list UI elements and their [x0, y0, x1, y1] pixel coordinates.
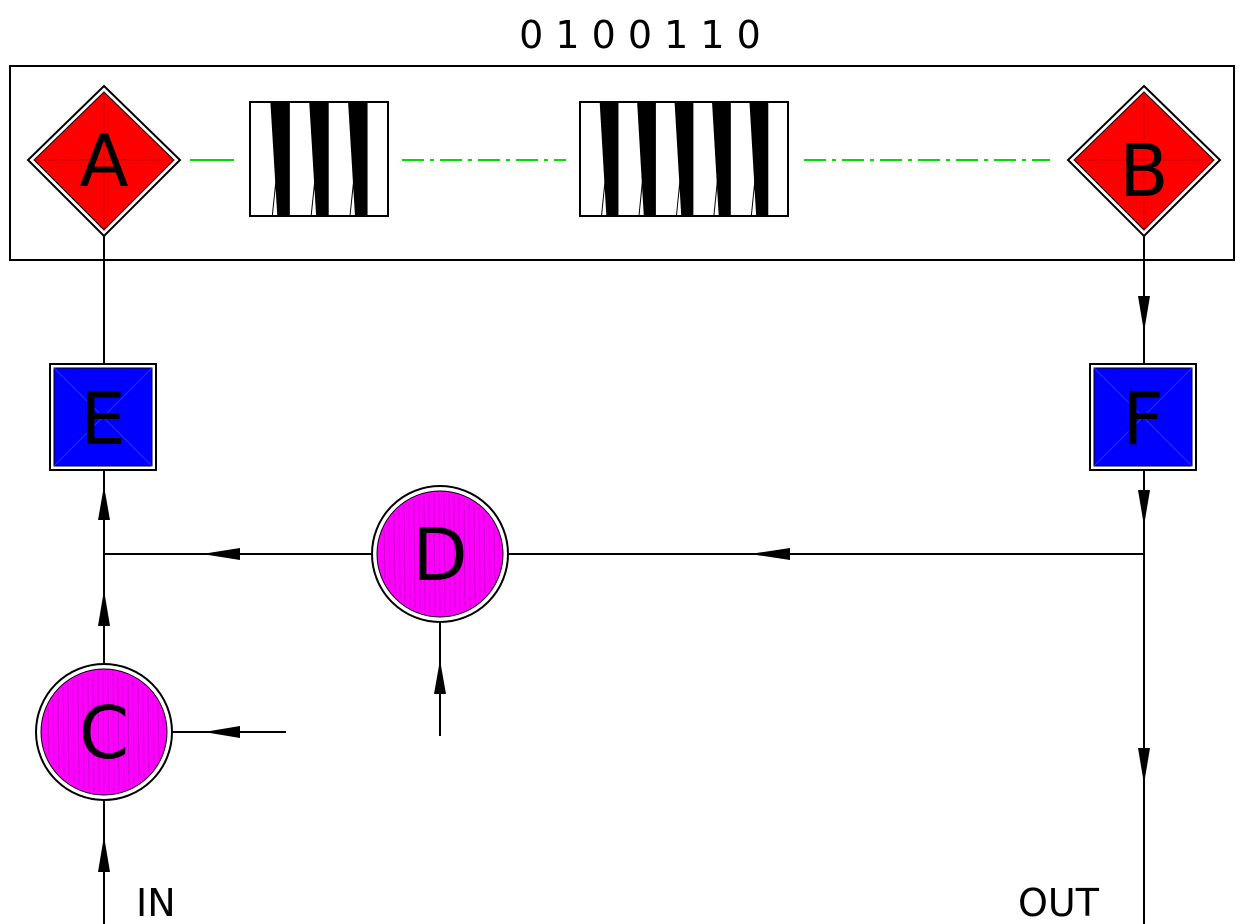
circle-hatch-line	[428, 494, 431, 614]
circle-hatch-line	[117, 673, 120, 791]
arrow-b-to-f	[1138, 296, 1150, 332]
circle-hatch-line	[77, 677, 80, 787]
circle-hatch-line	[493, 525, 496, 583]
node-d-label: D	[412, 513, 467, 597]
node-c-label: C	[79, 691, 129, 775]
circle-hatch-line	[102, 672, 105, 792]
node-f-label: F	[1122, 377, 1163, 461]
node-e-label: E	[80, 377, 126, 461]
barcode-block-1	[249, 101, 389, 217]
circle-hatch-line	[157, 703, 160, 761]
circle-hatch-line	[97, 672, 100, 792]
circle-hatch-line	[92, 672, 95, 792]
circle-hatch-line	[57, 692, 60, 772]
circle-hatch-line	[388, 520, 391, 588]
circle-hatch-line	[458, 496, 461, 612]
arrow-in-to-c	[98, 836, 110, 872]
barcode-stripe	[749, 103, 769, 215]
node-a-label: A	[79, 119, 128, 203]
circle-hatch-line	[393, 514, 396, 594]
circle-hatch-line	[52, 698, 55, 766]
arrow-to-d	[750, 548, 790, 560]
node-e: E	[49, 363, 157, 471]
circle-hatch-line	[127, 676, 130, 788]
circle-hatch-line	[473, 504, 476, 604]
barcode-stripe	[270, 103, 290, 215]
barcode-stripe-edge	[713, 102, 726, 216]
arrow-d-bottom	[434, 660, 446, 694]
circle-hatch-line	[403, 505, 406, 603]
circle-hatch-line	[478, 507, 481, 601]
circle-hatch-line	[147, 690, 150, 774]
circle-hatch-line	[413, 499, 416, 609]
out-label: OUT	[1018, 881, 1100, 924]
barcode-stripe	[637, 103, 656, 215]
barcode-stripe-edge	[310, 102, 324, 216]
circle-hatch-line	[438, 494, 441, 614]
circle-hatch-line	[483, 512, 486, 596]
circle-hatch-line	[47, 707, 50, 757]
circle-hatch-line	[72, 680, 75, 784]
circle-hatch-line	[62, 687, 65, 777]
circle-hatch-line	[87, 674, 90, 790]
circle-hatch-line	[453, 495, 456, 613]
node-a: A	[26, 84, 182, 238]
circle-hatch-line	[488, 518, 491, 590]
circle-hatch-line	[152, 696, 155, 768]
circle-hatch-line	[383, 529, 386, 579]
circle-hatch-line	[463, 498, 466, 610]
circle-hatch-line	[107, 672, 110, 792]
barcode-stripe-edge	[676, 102, 689, 216]
circle-hatch-line	[132, 679, 135, 785]
arrow-f-down	[1138, 490, 1150, 526]
bit-string: 0 1 0 0 1 1 0	[519, 13, 761, 57]
arrow-c-side	[204, 726, 240, 738]
circle-hatch-line	[122, 674, 125, 790]
barcode-stripe	[674, 103, 694, 215]
node-b-label: B	[1119, 129, 1168, 213]
barcode-stripe-edge	[601, 102, 614, 216]
circle-hatch-line	[398, 509, 401, 599]
circle-hatch-line	[162, 714, 165, 750]
circle-hatch-line	[498, 536, 501, 572]
arrow-c-to-junction	[98, 590, 110, 626]
barcode-stripe	[348, 103, 368, 215]
barcode-stripe-edge	[638, 102, 651, 216]
circle-hatch-line	[82, 675, 85, 789]
barcode-stripe	[712, 103, 731, 215]
barcode-stripe	[309, 103, 329, 215]
arrowheads	[98, 296, 1150, 872]
in-label: IN	[136, 881, 176, 924]
node-c: C	[35, 663, 173, 801]
barcode-stripe	[599, 103, 619, 215]
circle-hatch-line	[418, 497, 421, 611]
barcode-stripe-edge	[349, 102, 363, 216]
node-d: D	[371, 485, 509, 623]
circle-hatch-line	[468, 501, 471, 607]
circle-hatch-line	[448, 494, 451, 614]
arrow-junction-to-e	[98, 486, 110, 520]
arrow-to-junction	[202, 548, 240, 560]
node-f: F	[1089, 363, 1197, 471]
circle-hatch-line	[67, 683, 70, 781]
arrow-out	[1138, 748, 1150, 784]
circle-hatch-line	[408, 502, 411, 606]
circle-hatch-line	[112, 672, 115, 792]
circle-hatch-line	[423, 496, 426, 612]
barcode-stripe-edge	[271, 102, 285, 216]
barcode-block-2	[579, 101, 789, 217]
barcode-stripe-edge	[750, 102, 764, 216]
circle-hatch-line	[142, 685, 145, 779]
circle-hatch-line	[137, 682, 140, 782]
circle-hatch-line	[443, 494, 446, 614]
circle-hatch-line	[433, 494, 436, 614]
node-b: B	[1066, 84, 1222, 238]
